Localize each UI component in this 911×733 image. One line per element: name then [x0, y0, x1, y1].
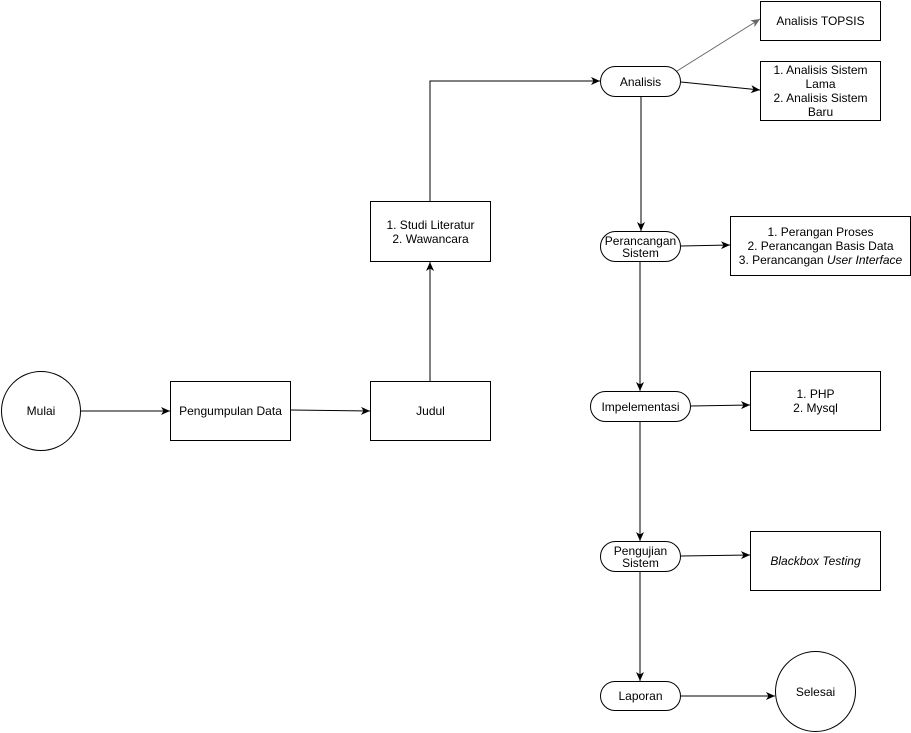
pengujian-node: Pengujian Sistem — [600, 541, 681, 572]
implementasi-detail-node: 1. PHP 2. Mysql — [750, 371, 881, 431]
edge-pengumpulan-judul — [290, 406, 371, 415]
perancangan-detail-line-2: 2. Perancangan Basis Data — [747, 239, 894, 253]
studi-line-2: 2. Wawancara — [392, 231, 469, 246]
analisis-topsis-node: Analisis TOPSIS — [760, 1, 881, 41]
implementasi-detail-line-1: 1. PHP — [796, 387, 835, 401]
start-node: Mulai — [1, 371, 81, 451]
edge-studi-analisis — [429, 77, 600, 201]
studi-line-1: 1. Studi Literatur — [386, 217, 475, 232]
perancangan-detail-line-3-prefix: 3. Perancangan — [738, 253, 827, 267]
end-node: Selesai — [775, 651, 856, 732]
start-label: Mulai — [26, 404, 56, 418]
laporan-node: Laporan — [600, 681, 681, 711]
perancangan-detail-line-3-italic: User Interface — [826, 253, 903, 267]
pengujian-line-1: Pengujian — [613, 543, 668, 558]
implementasi-node: Impelementasi — [590, 391, 691, 422]
laporan-label: Laporan — [618, 689, 663, 703]
end-label: Selesai — [795, 684, 836, 699]
judul-label: Judul — [416, 404, 445, 418]
pengujian-line-2: Sistem — [622, 555, 659, 570]
perancangan-line-1: Perancangan — [604, 233, 677, 248]
pengumpulan-data-node: Pengumpulan Data — [170, 381, 291, 441]
analisis-topsis-label: Analisis TOPSIS — [776, 14, 865, 28]
perancangan-node: Perancangan Sistem — [600, 231, 681, 262]
edge-implementasi-detail — [690, 401, 751, 410]
analisis-sistem-line-1: 1. Analisis Sistem — [773, 63, 868, 77]
analisis-sistem-line-3: 2. Analisis Sistem — [773, 91, 868, 105]
perancangan-detail-node: 1. Perangan Proses 2. Perancangan Basis … — [730, 216, 911, 276]
analisis-sistem-node: 1. Analisis Sistem Lama 2. Analisis Sist… — [760, 61, 881, 121]
pengujian-detail-label: Blackbox Testing — [770, 554, 861, 568]
studi-node: 1. Studi Literatur 2. Wawancara — [370, 201, 491, 262]
analisis-node: Analisis — [600, 66, 681, 97]
judul-node: Judul — [370, 381, 491, 441]
analisis-label: Analisis — [619, 74, 662, 89]
edge-pengujian-detail — [680, 551, 751, 560]
perancangan-detail-line-3: 3. Perancangan User Interface — [739, 253, 902, 267]
analisis-sistem-line-2: Lama — [805, 77, 836, 91]
edge-analisis-topsis — [676, 18, 761, 72]
analisis-sistem-line-4: Baru — [807, 105, 834, 119]
pengujian-detail-node: Blackbox Testing — [750, 531, 881, 591]
edge-analisis-sistem — [680, 81, 761, 94]
implementasi-detail-line-2: 2. Mysql — [793, 401, 838, 415]
implementasi-label: Impelementasi — [601, 399, 680, 414]
perancangan-line-2: Sistem — [622, 245, 659, 260]
perancangan-detail-line-1: 1. Perangan Proses — [767, 225, 874, 239]
pengumpulan-data-label: Pengumpulan Data — [179, 404, 282, 418]
edge-perancangan-detail — [680, 241, 731, 250]
